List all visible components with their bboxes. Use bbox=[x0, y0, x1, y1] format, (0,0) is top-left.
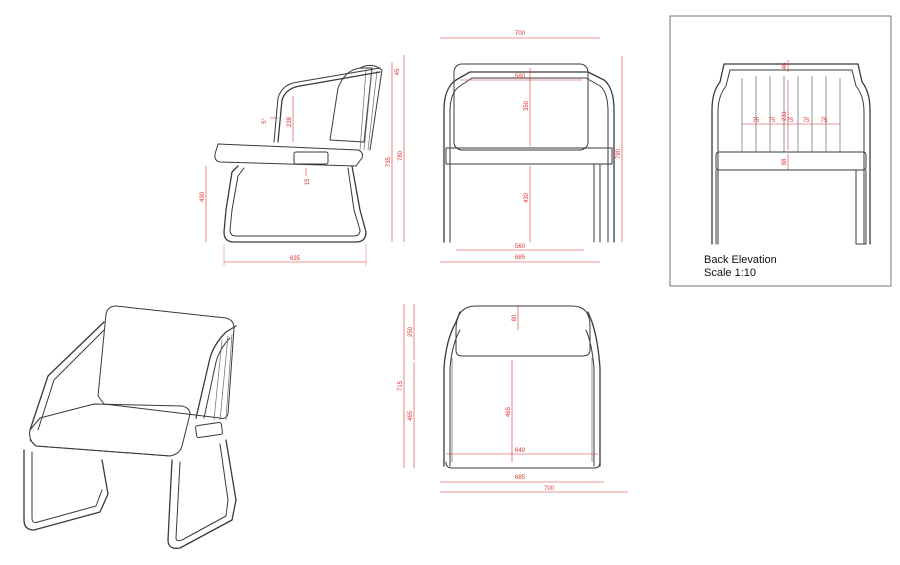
dim-top-gap: 46 bbox=[782, 62, 788, 69]
dim-top-offset: 45 bbox=[395, 68, 401, 75]
dim-seat-width: 649 bbox=[515, 448, 526, 454]
dim-seat-depth: 465 bbox=[408, 410, 414, 421]
dim-width-700: 700 bbox=[515, 31, 526, 37]
dim-width-outer: 700 bbox=[544, 486, 555, 492]
side-view bbox=[214, 64, 383, 243]
dim-back-depth: 250 bbox=[408, 326, 414, 337]
side-view-dimensions: 430 735 780 45 238 5° 15 635 bbox=[200, 55, 405, 266]
back-elevation-caption: Back Elevation bbox=[704, 254, 777, 266]
dim-back-height: 350 bbox=[524, 100, 530, 111]
top-view bbox=[443, 305, 601, 469]
dim-arm-height: 238 bbox=[287, 116, 293, 127]
back-elevation-frame bbox=[669, 15, 892, 287]
dim-width-inner: 685 bbox=[515, 475, 526, 481]
dim-back-cushion: 80 bbox=[512, 314, 518, 321]
dim-total-depth: 715 bbox=[398, 380, 404, 391]
dim-seat-height: 430 bbox=[200, 191, 206, 202]
dim-spacing-3: 75 bbox=[787, 118, 794, 124]
back-elevation-view bbox=[711, 63, 871, 245]
dim-spacing-4: 75 bbox=[803, 118, 810, 124]
dim-base-width: 685 bbox=[515, 255, 526, 261]
dim-spacing-1: 75 bbox=[753, 118, 760, 124]
dim-height-front: 780 bbox=[616, 148, 622, 159]
dim-arm-angle: 5° bbox=[262, 118, 268, 124]
front-view bbox=[443, 63, 615, 243]
dim-base-inner: 560 bbox=[515, 244, 526, 250]
dim-seat-depth-inner: 465 bbox=[506, 406, 512, 417]
dim-total-height-735: 735 bbox=[386, 156, 392, 167]
dim-spacing-5: 75 bbox=[821, 118, 828, 124]
dim-depth: 635 bbox=[290, 256, 301, 262]
dim-total-height-780: 780 bbox=[398, 150, 404, 161]
isometric-view bbox=[23, 305, 237, 549]
dim-bottom-gap: 88 bbox=[782, 158, 788, 165]
back-elevation-dimensions: 46 231 88 75 75 75 75 75 bbox=[742, 60, 840, 170]
dim-small-gap: 15 bbox=[305, 178, 311, 185]
dim-cushion-width: 580 bbox=[515, 74, 526, 80]
top-view-dimensions: 250 715 465 465 80 649 685 700 bbox=[398, 304, 628, 493]
dim-seat-height-front: 430 bbox=[524, 192, 530, 203]
back-elevation-scale: Scale 1:10 bbox=[704, 267, 756, 279]
dim-slat-height: 231 bbox=[782, 110, 788, 121]
front-view-dimensions: 700 580 350 430 780 560 685 bbox=[440, 31, 623, 263]
dim-spacing-2: 75 bbox=[769, 118, 776, 124]
